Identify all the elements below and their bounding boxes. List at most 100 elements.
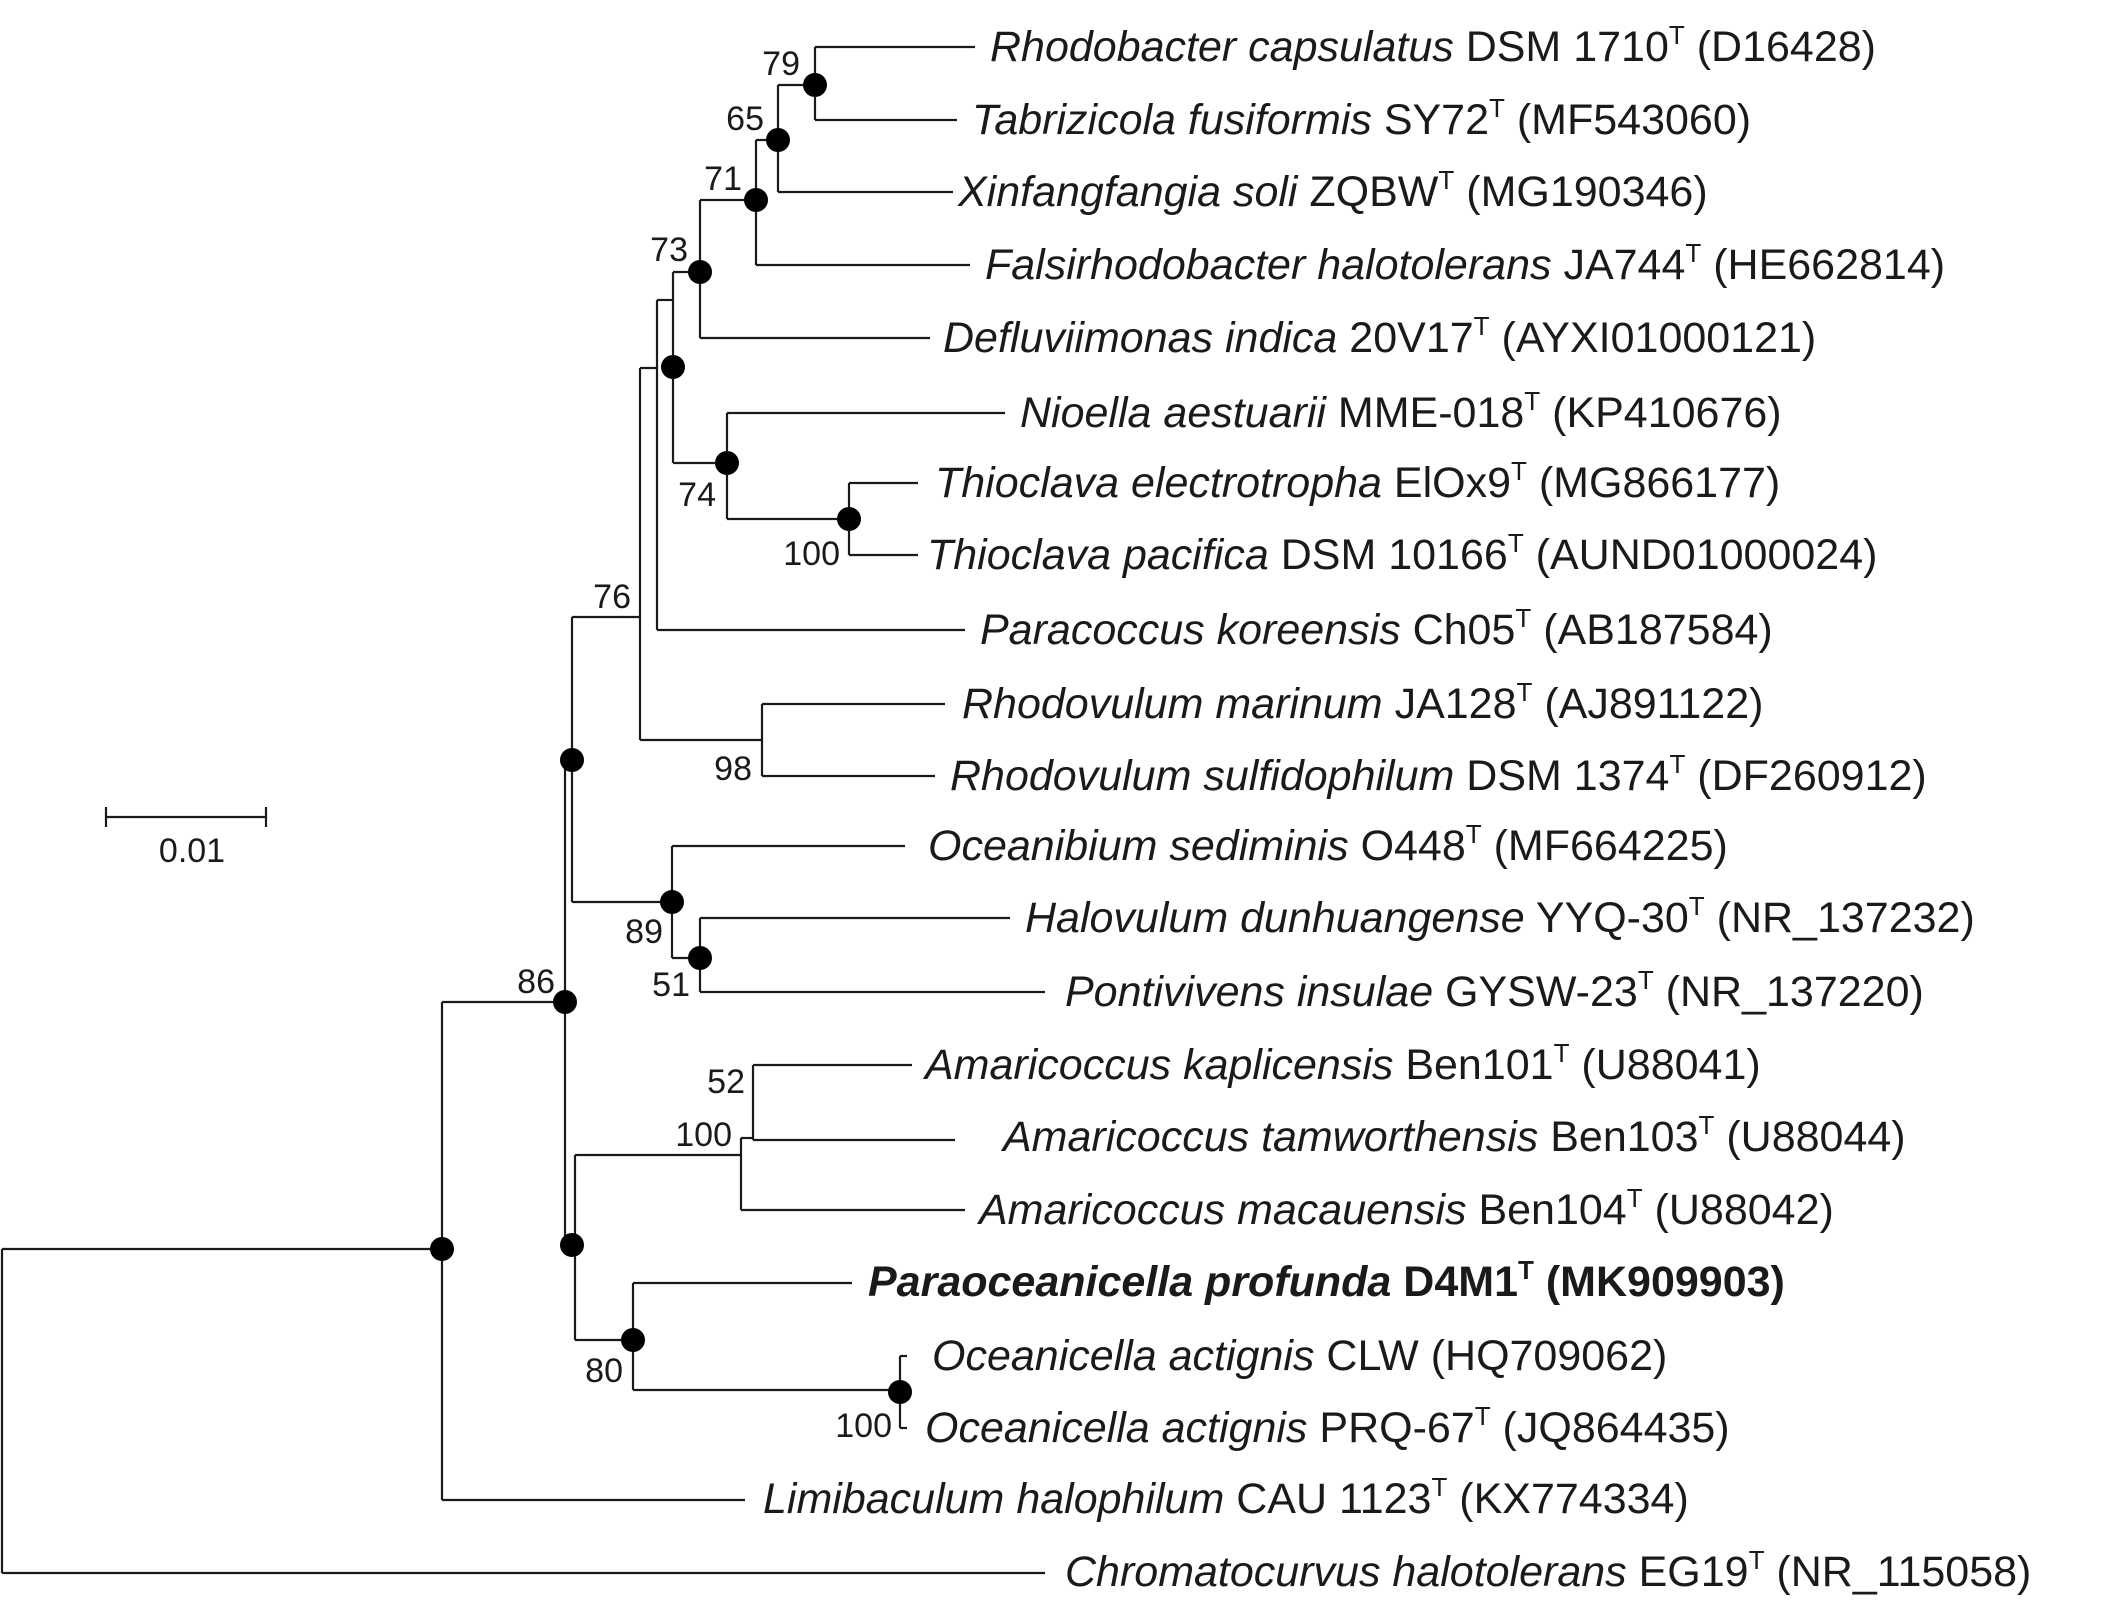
bootstrap-value: 71 — [704, 160, 742, 198]
type-strain-mark: T — [1685, 238, 1701, 268]
taxon-label: Paraoceanicella profunda D4M1T (MK909903… — [868, 1255, 1785, 1306]
taxon-label: Oceanibium sediminis O448T (MF664225) — [928, 819, 1728, 870]
taxon-strain: Ben104 — [1467, 1186, 1627, 1234]
bootstrap-value: 79 — [762, 45, 800, 83]
taxon-accession: (AJ891122) — [1532, 680, 1763, 728]
node-marker — [688, 946, 712, 970]
taxon-labels: Rhodobacter capsulatus DSM 1710T (D16428… — [763, 20, 2031, 1596]
taxon-species-name: Xinfangfangia soli — [957, 168, 1299, 216]
taxon-species-name: Oceanicella actignis — [925, 1404, 1307, 1452]
node-marker — [621, 1328, 645, 1352]
taxon-label: Rhodovulum marinum JA128T (AJ891122) — [962, 677, 1763, 728]
taxon-species-name: Thioclava pacifica — [927, 531, 1269, 579]
taxon-strain: ZQBW — [1297, 168, 1438, 216]
node-marker — [837, 507, 861, 531]
taxon-accession: (DF260912) — [1685, 752, 1926, 800]
taxon-strain: CAU 1123 — [1224, 1475, 1431, 1523]
taxon-species-name: Rhodobacter capsulatus — [990, 23, 1454, 71]
taxon-strain: JA744 — [1552, 241, 1686, 289]
tree-branches — [0, 45, 1045, 1575]
taxon-label: Falsirhodobacter halotolerans JA744T (HE… — [985, 238, 1945, 289]
taxon-species-name: Halovulum dunhuangense — [1025, 894, 1525, 942]
taxon-accession: (MF664225) — [1482, 822, 1728, 870]
taxon-species-name: Falsirhodobacter halotolerans — [985, 241, 1552, 289]
type-strain-mark: T — [1431, 1472, 1447, 1502]
node-marker — [803, 73, 827, 97]
node-marker — [430, 1237, 454, 1261]
taxon-label: Amaricoccus tamworthensis Ben103T (U8804… — [1000, 1110, 1906, 1161]
type-strain-mark: T — [1638, 965, 1654, 995]
taxon-label: Chromatocurvus halotolerans EG19T (NR_11… — [1065, 1545, 2031, 1596]
taxon-accession: (NR_137220) — [1654, 968, 1924, 1016]
taxon-species-name: Paracoccus koreensis — [980, 606, 1401, 654]
taxon-strain: D4M1 — [1391, 1258, 1518, 1306]
bootstrap-value: 98 — [714, 750, 752, 788]
type-strain-mark: T — [1489, 93, 1505, 123]
taxon-strain: Ben103 — [1538, 1113, 1698, 1161]
taxon-strain: DSM 1374 — [1454, 752, 1669, 800]
taxon-species-name: Limibaculum halophilum — [763, 1475, 1224, 1523]
taxon-strain: DSM 10166 — [1269, 531, 1508, 579]
taxon-label: Rhodovulum sulfidophilum DSM 1374T (DF26… — [950, 749, 1927, 800]
taxon-label: Paracoccus koreensis Ch05T (AB187584) — [980, 603, 1773, 654]
taxon-label: Tabrizicola fusiformis SY72T (MF543060) — [972, 93, 1751, 144]
type-strain-mark: T — [1466, 819, 1482, 849]
taxon-accession: (MG190346) — [1454, 168, 1707, 216]
taxon-accession: (JQ864435) — [1491, 1404, 1730, 1452]
type-strain-mark: T — [1511, 456, 1527, 486]
bootstrap-value: 86 — [517, 963, 555, 1001]
taxon-species-name: Paraoceanicella profunda — [868, 1258, 1391, 1306]
type-strain-mark: T — [1698, 1110, 1714, 1140]
type-strain-mark: T — [1508, 528, 1524, 558]
node-marker — [560, 748, 584, 772]
taxon-strain: CLW — [1314, 1332, 1419, 1380]
taxon-accession: (KX774334) — [1447, 1475, 1688, 1523]
taxon-accession: (U88041) — [1569, 1041, 1760, 1089]
taxon-label: Oceanicella actignis PRQ-67T (JQ864435) — [925, 1401, 1730, 1452]
taxon-label: Amaricoccus kaplicensis Ben101T (U88041) — [922, 1038, 1761, 1089]
type-strain-mark: T — [1438, 165, 1454, 195]
taxon-species-name: Pontivivens insulae — [1065, 968, 1433, 1016]
node-marker — [660, 890, 684, 914]
taxon-accession: (NR_115058) — [1764, 1548, 2031, 1596]
taxon-strain: Ch05 — [1401, 606, 1516, 654]
taxon-strain: EG19 — [1627, 1548, 1749, 1596]
node-marker — [560, 1233, 584, 1257]
bootstrap-value: 51 — [652, 966, 690, 1004]
taxon-species-name: Amaricoccus tamworthensis — [1000, 1113, 1538, 1161]
bootstrap-value: 100 — [675, 1116, 732, 1154]
taxon-strain: Ben101 — [1393, 1041, 1553, 1089]
type-strain-mark: T — [1554, 1038, 1570, 1068]
taxon-accession: (AYXI01000121) — [1490, 314, 1817, 362]
taxon-species-name: Tabrizicola fusiformis — [972, 96, 1372, 144]
bootstrap-value: 89 — [625, 913, 663, 951]
taxon-strain: O448 — [1349, 822, 1466, 870]
type-strain-mark: T — [1749, 1545, 1765, 1575]
taxon-strain: DSM 1710 — [1454, 23, 1669, 71]
taxon-species-name: Amaricoccus macauensis — [976, 1186, 1467, 1234]
taxon-accession: (KP410676) — [1540, 389, 1781, 437]
taxon-accession: (HE662814) — [1701, 241, 1945, 289]
taxon-strain: GYSW-23 — [1433, 968, 1638, 1016]
taxon-species-name: Thioclava electrotropha — [935, 459, 1382, 507]
node-marker — [888, 1380, 912, 1404]
node-marker — [688, 260, 712, 284]
taxon-label: Thioclava electrotropha ElOx9T (MG866177… — [935, 456, 1780, 507]
node-marker — [744, 188, 768, 212]
taxon-strain: MME-018 — [1326, 389, 1524, 437]
scale-bar: 0.01 — [104, 807, 268, 870]
bootstrap-value: 74 — [678, 476, 716, 514]
taxon-label: Xinfangfangia soli ZQBWT (MG190346) — [957, 165, 1708, 216]
taxon-species-name: Rhodovulum sulfidophilum — [950, 752, 1454, 800]
taxon-species-name: Oceanicella actignis — [932, 1332, 1314, 1380]
taxon-strain: YYQ-30 — [1525, 894, 1689, 942]
taxon-label: Pontivivens insulae GYSW-23T (NR_137220) — [1065, 965, 1924, 1016]
taxon-label: Oceanicella actignis CLW (HQ709062) — [932, 1332, 1667, 1380]
taxon-accession: (U88042) — [1643, 1186, 1834, 1234]
type-strain-mark: T — [1669, 20, 1685, 50]
taxon-accession: (MF543060) — [1505, 96, 1751, 144]
type-strain-mark: T — [1474, 311, 1490, 341]
type-strain-mark: T — [1627, 1183, 1643, 1213]
type-strain-mark: T — [1518, 1255, 1534, 1285]
